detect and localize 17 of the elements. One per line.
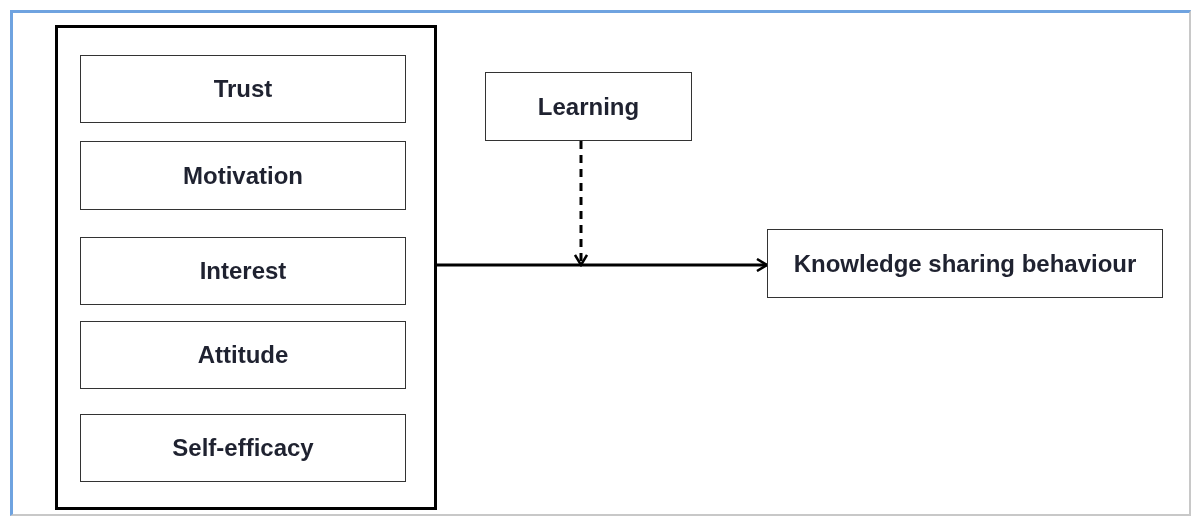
box-label: Interest [199, 256, 287, 286]
concept-box [80, 321, 406, 389]
box-label: Knowledge sharing behaviour [793, 248, 1137, 279]
box-label: Learning [537, 91, 640, 122]
concept-box [80, 237, 406, 305]
concept-box [80, 141, 406, 210]
box-label: Self-efficacy [172, 433, 314, 463]
box-label: Trust [213, 74, 273, 104]
group-box [55, 25, 437, 510]
concept-box [80, 414, 406, 482]
box-label: Attitude [197, 340, 289, 370]
concept-box [767, 229, 1163, 298]
box-label: Motivation [183, 160, 303, 191]
arrow [437, 257, 769, 273]
concept-box [80, 55, 406, 123]
arrow [573, 141, 589, 267]
concept-box [485, 72, 692, 141]
